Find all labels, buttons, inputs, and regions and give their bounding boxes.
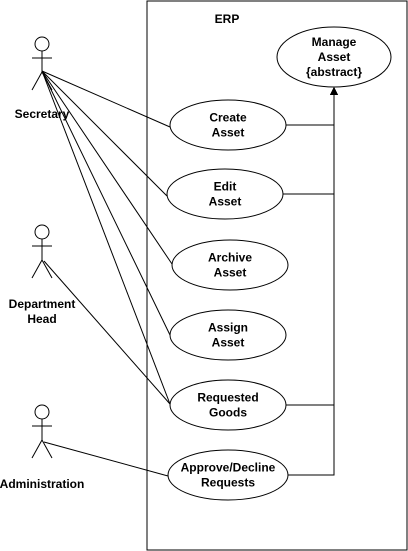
actor-leg	[41, 71, 53, 91]
actor-secretary: Secretary	[15, 36, 70, 121]
use-case-ellipse	[169, 99, 287, 151]
actor-leg	[31, 259, 43, 279]
generalization-approve-decline-requests	[288, 87, 338, 476]
actor-leg	[41, 259, 53, 279]
actor-administration: Administration	[0, 404, 84, 491]
association-secretary-create-asset	[41, 70, 171, 128]
actor-label: Administration	[0, 477, 84, 491]
system-title: ERP	[215, 12, 240, 26]
actor-leg	[31, 439, 43, 459]
actor-head	[34, 404, 50, 420]
use-case-ellipse	[169, 309, 287, 361]
actor-leg	[31, 71, 43, 91]
association-secretary-assign-asset	[41, 70, 171, 336]
association-department-head-requested-goods	[43, 260, 171, 405]
actor-head	[34, 36, 50, 52]
use-case-ellipse	[167, 449, 289, 501]
generalization-requested-goods	[286, 87, 338, 406]
generalization-edit-asset	[283, 87, 338, 195]
actor-leg	[41, 439, 53, 459]
use-case-ellipse	[276, 26, 392, 88]
association-secretary-requested-goods	[41, 70, 171, 405]
association-secretary-edit-asset	[41, 70, 168, 197]
use-case-ellipse	[171, 239, 289, 291]
system-boundary	[146, 0, 408, 551]
association-secretary-archive-asset	[41, 70, 173, 265]
actor-label: Secretary	[15, 107, 70, 121]
use-case-ellipse	[169, 379, 287, 431]
use-case-ellipse	[166, 168, 284, 220]
actor-head	[34, 224, 50, 240]
generalization-create-asset	[286, 87, 338, 126]
association-administration-approve-decline-requests	[43, 441, 169, 477]
associations	[41, 70, 338, 477]
